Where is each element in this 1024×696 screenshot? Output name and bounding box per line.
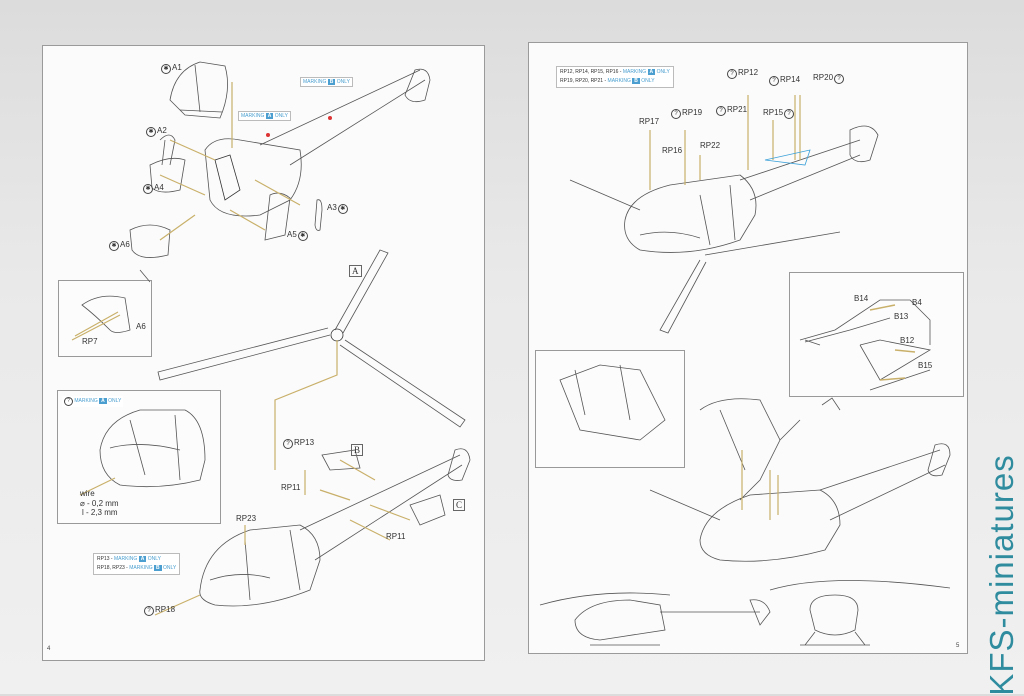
part-label-a6: ✱A6 (108, 240, 130, 251)
part-label-rp11: RP11 (281, 483, 301, 492)
part-label-b13: B13 (894, 312, 909, 321)
inset-frame-detail (535, 350, 685, 468)
part-label-b14: B14 (854, 294, 869, 303)
part-label-rp17: RP17 (639, 117, 660, 126)
part-label-rp7: RP7 (82, 337, 98, 346)
inset-a6-detail (58, 280, 152, 357)
part-label-rp14: ?RP14 (768, 75, 800, 86)
part-label-a2: ✱A2 (145, 126, 167, 137)
part-label-b15: B15 (918, 361, 933, 370)
wire-length: l - 2,3 mm (82, 508, 118, 517)
part-label-rp18: ?RP18 (143, 605, 175, 616)
page-number-right: 5 (956, 643, 960, 649)
part-label-a5: A5✱ (287, 230, 309, 241)
helicopter-frame-drawing (559, 364, 951, 562)
marking-legend-left: RP13 - MARKING A ONLY RP18, RP23 - MARKI… (93, 553, 181, 575)
part-label-rp19: ?RP19 (670, 108, 702, 119)
side-view-drawing (539, 592, 771, 646)
helicopter-interior-drawing (129, 61, 431, 258)
skids-drawing (799, 299, 932, 391)
photo-etch-icon: ✱ (297, 231, 308, 241)
helicopter-exterior-drawing (154, 448, 471, 616)
marking-legend-right: RP12, RP14, RP15, RP16 - MARKING A ONLY … (556, 66, 674, 88)
part-label-a1: ✱A1 (160, 63, 182, 74)
part-label-a6-inset: A6 (136, 322, 146, 331)
photo-etch-icon: ✱ (109, 241, 119, 251)
photo-etch-icon: ✱ (143, 184, 153, 194)
part-label-rp16: RP16 (662, 146, 683, 155)
marking-b-only-badge: MARKING B ONLY (300, 77, 353, 87)
cockpit-inset-drawing (79, 409, 206, 496)
part-label-b4: B4 (912, 298, 922, 307)
part-label-rp11: RP11 (386, 532, 406, 541)
assembly-letter-b: B (351, 444, 364, 456)
wire-diameter: ⌀ - 0,2 mm (80, 499, 119, 508)
photo-etch-icon: ✱ (161, 64, 171, 74)
inset-wire-detail (57, 390, 221, 524)
part-label-rp15: RP15? (763, 108, 795, 119)
a6-inset-drawing (71, 269, 151, 341)
main-rotor-drawing (157, 249, 466, 470)
part-label-a3: A3✱ (327, 203, 349, 214)
part-label-rp20: RP20? (813, 73, 845, 84)
part-label-rp13: ?RP13 (282, 438, 314, 449)
inset-marking-a-only: ? MARKING A ONLY (62, 396, 124, 407)
photo-etch-icon: ✱ (146, 127, 156, 137)
watermark: KFS-miniatures (983, 454, 1020, 696)
assembly-letter-c: C (453, 499, 466, 511)
part-label-b12: B12 (900, 336, 915, 345)
front-view-drawing (769, 580, 951, 646)
part-label-rp21: ?RP21 (715, 105, 747, 116)
assembly-letter-a: A (349, 265, 362, 277)
page-number-left: 4 (47, 646, 51, 652)
photo-etch-icon: ✱ (337, 204, 348, 214)
part-label-a4: ✱A4 (142, 183, 164, 194)
part-label-rp12: ?RP12 (726, 68, 758, 79)
part-label-rp22: RP22 (700, 141, 721, 150)
inset-skids-detail (789, 272, 964, 397)
wire-label: wire (80, 489, 95, 498)
marking-a-only-badge: MARKING A ONLY (238, 111, 291, 121)
part-label-rp23: RP23 (236, 514, 257, 523)
helicopter-antennas-drawing (569, 95, 879, 334)
